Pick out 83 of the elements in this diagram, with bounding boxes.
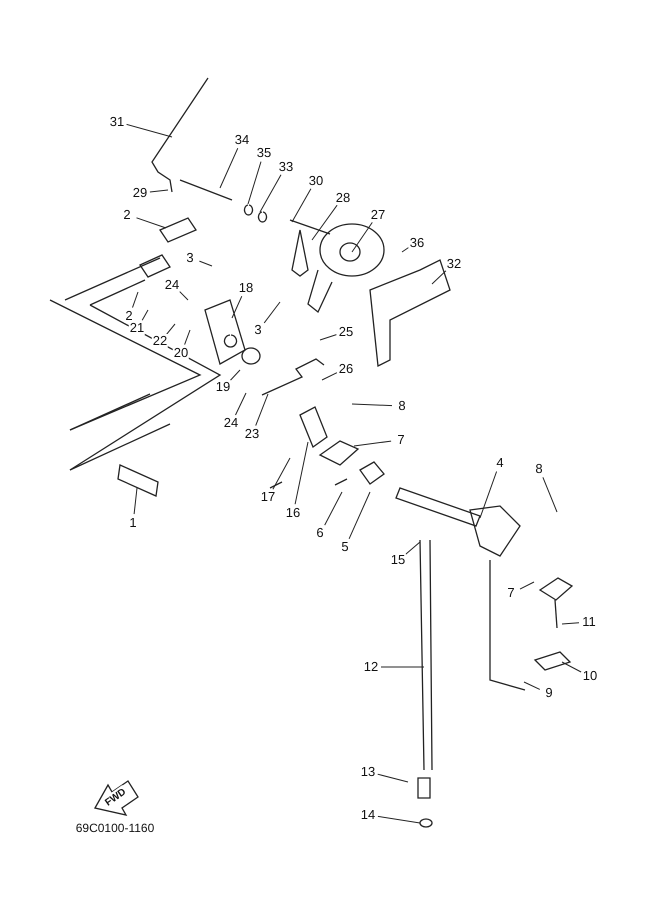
leader-line <box>542 476 558 512</box>
leader-line <box>142 310 148 321</box>
callout-number: 3 <box>253 323 263 337</box>
leader-line <box>149 190 168 192</box>
leader-line <box>272 458 290 490</box>
leader-line <box>377 816 420 824</box>
leader-line <box>178 290 188 300</box>
leader-line <box>312 204 338 240</box>
leader-line <box>292 188 312 222</box>
drawing-number: 69C0100-1160 <box>74 821 156 835</box>
callout-number: 4 <box>495 456 505 470</box>
callout-number: 21 <box>128 321 146 335</box>
callout-number: 7 <box>506 586 516 600</box>
leader-line <box>220 148 238 188</box>
callout-number: 17 <box>260 490 276 504</box>
leader-line <box>126 124 172 138</box>
callout-number: 30 <box>308 174 324 188</box>
leader-line <box>264 302 280 324</box>
callout-number: 23 <box>244 427 260 441</box>
leader-line <box>354 440 392 446</box>
callout-number: 31 <box>108 115 126 129</box>
leader-line <box>524 682 540 690</box>
leader-line <box>402 247 409 252</box>
leader-line <box>322 372 338 380</box>
callout-number: 13 <box>360 765 376 779</box>
callout-number: 15 <box>390 553 406 567</box>
leader-line <box>232 296 242 318</box>
callout-number: 7 <box>396 433 406 447</box>
callout-number: 32 <box>446 257 462 271</box>
leader-line <box>248 161 262 204</box>
callout-number: 29 <box>132 186 148 200</box>
leader-line <box>520 582 534 590</box>
callout-number: 16 <box>284 506 302 520</box>
leader-line <box>348 492 370 540</box>
callout-number: 24 <box>222 416 240 430</box>
callout-number: 27 <box>370 208 386 222</box>
callout-number: 24 <box>164 278 180 292</box>
callout-number: 35 <box>256 146 272 160</box>
leader-line <box>405 542 420 555</box>
callout-number: 3 <box>185 251 195 265</box>
leader-line <box>166 324 176 335</box>
callout-number: 6 <box>315 526 325 540</box>
leader-line <box>562 662 582 672</box>
callout-number: 19 <box>214 380 232 394</box>
leader-line <box>324 492 342 526</box>
leader-line <box>136 217 166 228</box>
callout-number: 12 <box>362 660 380 674</box>
leader-line <box>260 174 282 212</box>
leader-line <box>480 471 498 518</box>
callout-number: 8 <box>534 462 544 476</box>
leader-line <box>198 260 212 266</box>
callout-number: 25 <box>338 325 354 339</box>
leader-line <box>380 666 424 668</box>
leader-line <box>184 330 190 346</box>
callout-number: 2 <box>124 309 134 323</box>
leader-line <box>432 270 448 284</box>
callout-number: 26 <box>338 362 354 376</box>
leader-line <box>230 370 240 382</box>
callout-number: 28 <box>334 191 352 205</box>
leader-line <box>352 222 373 252</box>
callout-number: 36 <box>408 236 426 250</box>
leader-line <box>320 334 337 340</box>
leader-line <box>235 392 246 416</box>
leader-line <box>377 774 408 782</box>
callout-number: 2 <box>122 208 132 222</box>
callout-number: 5 <box>340 540 350 554</box>
callout-number: 18 <box>238 281 254 295</box>
callout-number: 10 <box>582 669 598 683</box>
leader-line <box>294 442 308 505</box>
callout-number: 22 <box>152 334 168 348</box>
callout-number: 20 <box>172 346 190 360</box>
callout-number: 9 <box>544 686 554 700</box>
callout-number: 14 <box>360 808 376 822</box>
leader-line <box>134 488 138 515</box>
callout-number: 11 <box>581 615 597 629</box>
callout-number: 34 <box>234 133 250 147</box>
leader-line <box>352 404 392 406</box>
callout-number: 1 <box>128 516 138 530</box>
callout-number: 8 <box>397 399 407 413</box>
callout-number: 33 <box>278 160 294 174</box>
leader-line <box>255 394 268 426</box>
leader-line <box>562 622 580 624</box>
leader-line <box>132 292 138 308</box>
